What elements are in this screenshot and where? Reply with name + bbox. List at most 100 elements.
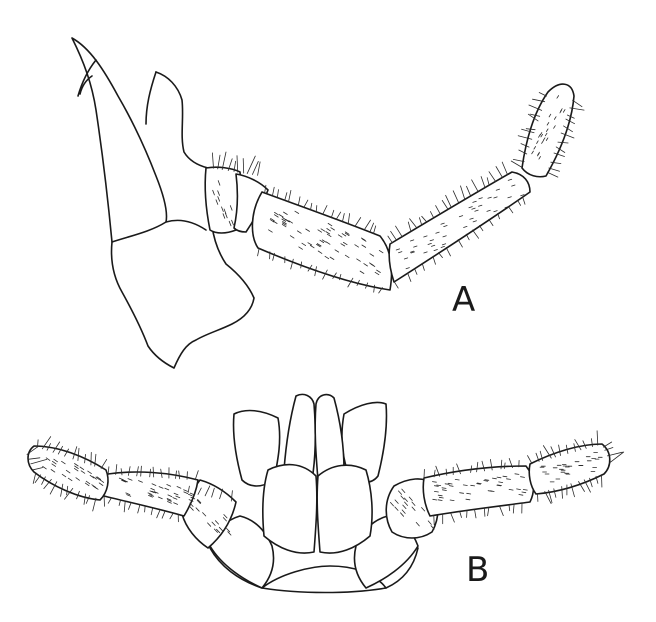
seta xyxy=(441,487,447,489)
seta xyxy=(499,505,504,516)
seta xyxy=(84,482,90,487)
seta xyxy=(167,501,172,504)
figure-label-b: B xyxy=(466,550,490,590)
seta xyxy=(445,468,448,476)
seta xyxy=(504,206,509,209)
seta xyxy=(297,196,301,206)
seta xyxy=(332,272,337,279)
seta xyxy=(520,194,525,197)
seta xyxy=(229,205,233,211)
seta xyxy=(432,255,436,265)
seta xyxy=(183,489,189,492)
seta xyxy=(394,499,399,504)
seta xyxy=(153,491,159,494)
seta xyxy=(441,243,447,246)
seta xyxy=(347,277,354,288)
seta xyxy=(508,488,514,491)
seta xyxy=(307,242,313,246)
seta xyxy=(487,507,490,517)
seta xyxy=(387,235,393,244)
seta xyxy=(172,497,178,500)
seta xyxy=(325,231,331,235)
seta xyxy=(423,235,428,238)
seta xyxy=(227,158,233,172)
seta xyxy=(397,490,403,495)
figure-a-segment-5 xyxy=(521,83,575,178)
seta xyxy=(72,446,78,460)
seta xyxy=(217,190,220,196)
seta xyxy=(440,245,445,248)
seta xyxy=(66,485,69,496)
seta xyxy=(317,229,323,233)
seta xyxy=(544,132,548,137)
seta xyxy=(166,499,172,502)
seta xyxy=(483,480,489,482)
seta xyxy=(187,485,190,493)
seta xyxy=(217,180,221,186)
seta xyxy=(94,453,97,467)
seta xyxy=(202,512,207,517)
seta xyxy=(435,205,441,215)
seta xyxy=(496,476,502,479)
seta xyxy=(272,220,278,224)
seta xyxy=(123,500,126,513)
seta xyxy=(407,221,412,233)
seta xyxy=(548,489,553,504)
seta xyxy=(107,497,112,504)
seta xyxy=(149,468,151,478)
seta xyxy=(563,125,573,133)
seta xyxy=(303,199,309,209)
seta xyxy=(95,476,100,481)
seta xyxy=(411,506,416,511)
seta xyxy=(525,128,536,131)
seta xyxy=(361,238,367,242)
seta xyxy=(452,190,460,204)
seta xyxy=(373,284,376,293)
seta xyxy=(307,264,313,272)
seta xyxy=(389,501,394,507)
seta xyxy=(270,217,275,222)
seta xyxy=(281,218,287,222)
seta xyxy=(322,205,328,216)
seta xyxy=(405,267,410,270)
seta xyxy=(147,492,153,495)
seta xyxy=(518,149,528,155)
seta xyxy=(127,478,133,481)
seta xyxy=(369,253,375,257)
seta xyxy=(160,468,163,479)
seta xyxy=(342,241,348,246)
seta xyxy=(378,287,383,294)
seta xyxy=(562,109,566,113)
seta xyxy=(61,473,67,478)
seta xyxy=(570,483,575,498)
seta xyxy=(327,222,333,227)
seta xyxy=(67,477,73,482)
seta xyxy=(545,137,549,141)
seta xyxy=(553,152,565,157)
seta xyxy=(166,498,172,501)
seta xyxy=(236,155,239,173)
seta xyxy=(604,447,614,451)
seta xyxy=(190,496,196,500)
seta xyxy=(449,499,455,502)
seta xyxy=(537,152,540,157)
figure-a-segment-2 xyxy=(233,173,269,233)
seta xyxy=(572,99,583,108)
seta xyxy=(218,526,223,532)
seta xyxy=(222,213,226,219)
seta xyxy=(498,481,504,484)
seta xyxy=(166,484,172,487)
seta xyxy=(369,222,375,233)
seta xyxy=(167,494,173,498)
seta xyxy=(80,470,86,474)
seta xyxy=(42,465,47,470)
seta xyxy=(589,477,593,488)
seta xyxy=(136,466,139,477)
seta xyxy=(214,520,220,525)
seta xyxy=(432,498,438,501)
seta xyxy=(376,269,381,273)
seta xyxy=(233,160,237,172)
seta xyxy=(52,460,57,465)
seta xyxy=(488,171,497,183)
seta xyxy=(96,476,102,480)
